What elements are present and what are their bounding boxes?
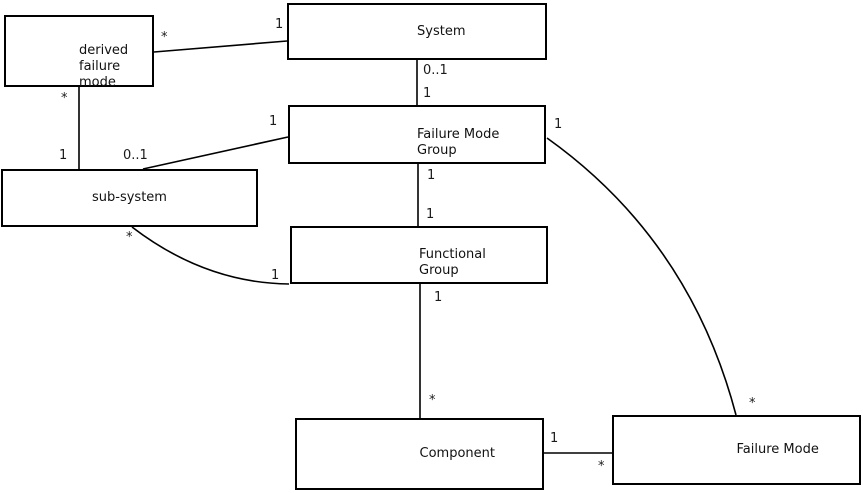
node-label: sub-system — [92, 190, 167, 205]
node-label: Functional Group — [419, 247, 486, 278]
node-label: System — [417, 23, 466, 39]
multiplicity-label: * — [126, 230, 133, 245]
node-label: Component — [419, 446, 495, 461]
multiplicity-label: 1 — [423, 86, 432, 101]
multiplicity-label: * — [429, 393, 436, 408]
edge-subsystem-fmg — [142, 136, 289, 170]
multiplicity-label: 0..1 — [423, 63, 448, 78]
edge-derived-system — [153, 40, 288, 53]
node-label: Failure Mode Group — [417, 126, 500, 158]
multiplicity-label: 1 — [426, 207, 435, 222]
node-failure-mode-group[interactable]: Failure Mode Group — [288, 105, 546, 164]
node-functional-group[interactable]: Functional Group — [290, 226, 548, 284]
multiplicity-label: 1 — [269, 114, 278, 129]
multiplicity-label: * — [161, 30, 168, 45]
multiplicity-label: * — [61, 91, 68, 106]
node-sub-system[interactable]: sub-system — [1, 169, 258, 227]
node-label: derived failure mode — [79, 43, 129, 90]
multiplicity-label: 1 — [427, 168, 436, 183]
node-failure-mode[interactable]: Failure Mode — [612, 415, 861, 485]
multiplicity-label: 1 — [271, 268, 280, 283]
multiplicity-label: 0..1 — [123, 148, 148, 163]
node-component[interactable]: Component — [295, 418, 544, 490]
multiplicity-label: 1 — [554, 117, 563, 132]
multiplicity-label: 1 — [550, 431, 559, 446]
edge-fmg-failuremode — [546, 137, 737, 416]
multiplicity-label: 1 — [434, 290, 443, 305]
multiplicity-label: * — [749, 396, 756, 411]
node-label: Failure Mode — [736, 442, 819, 457]
node-derived-failure-mode[interactable]: derived failure mode — [4, 15, 154, 90]
multiplicity-label: * — [598, 459, 605, 474]
multiplicity-label: 1 — [275, 17, 284, 32]
multiplicity-label: 1 — [59, 148, 68, 163]
node-system[interactable]: System — [287, 3, 547, 60]
edge-subsystem-functional — [131, 226, 290, 285]
